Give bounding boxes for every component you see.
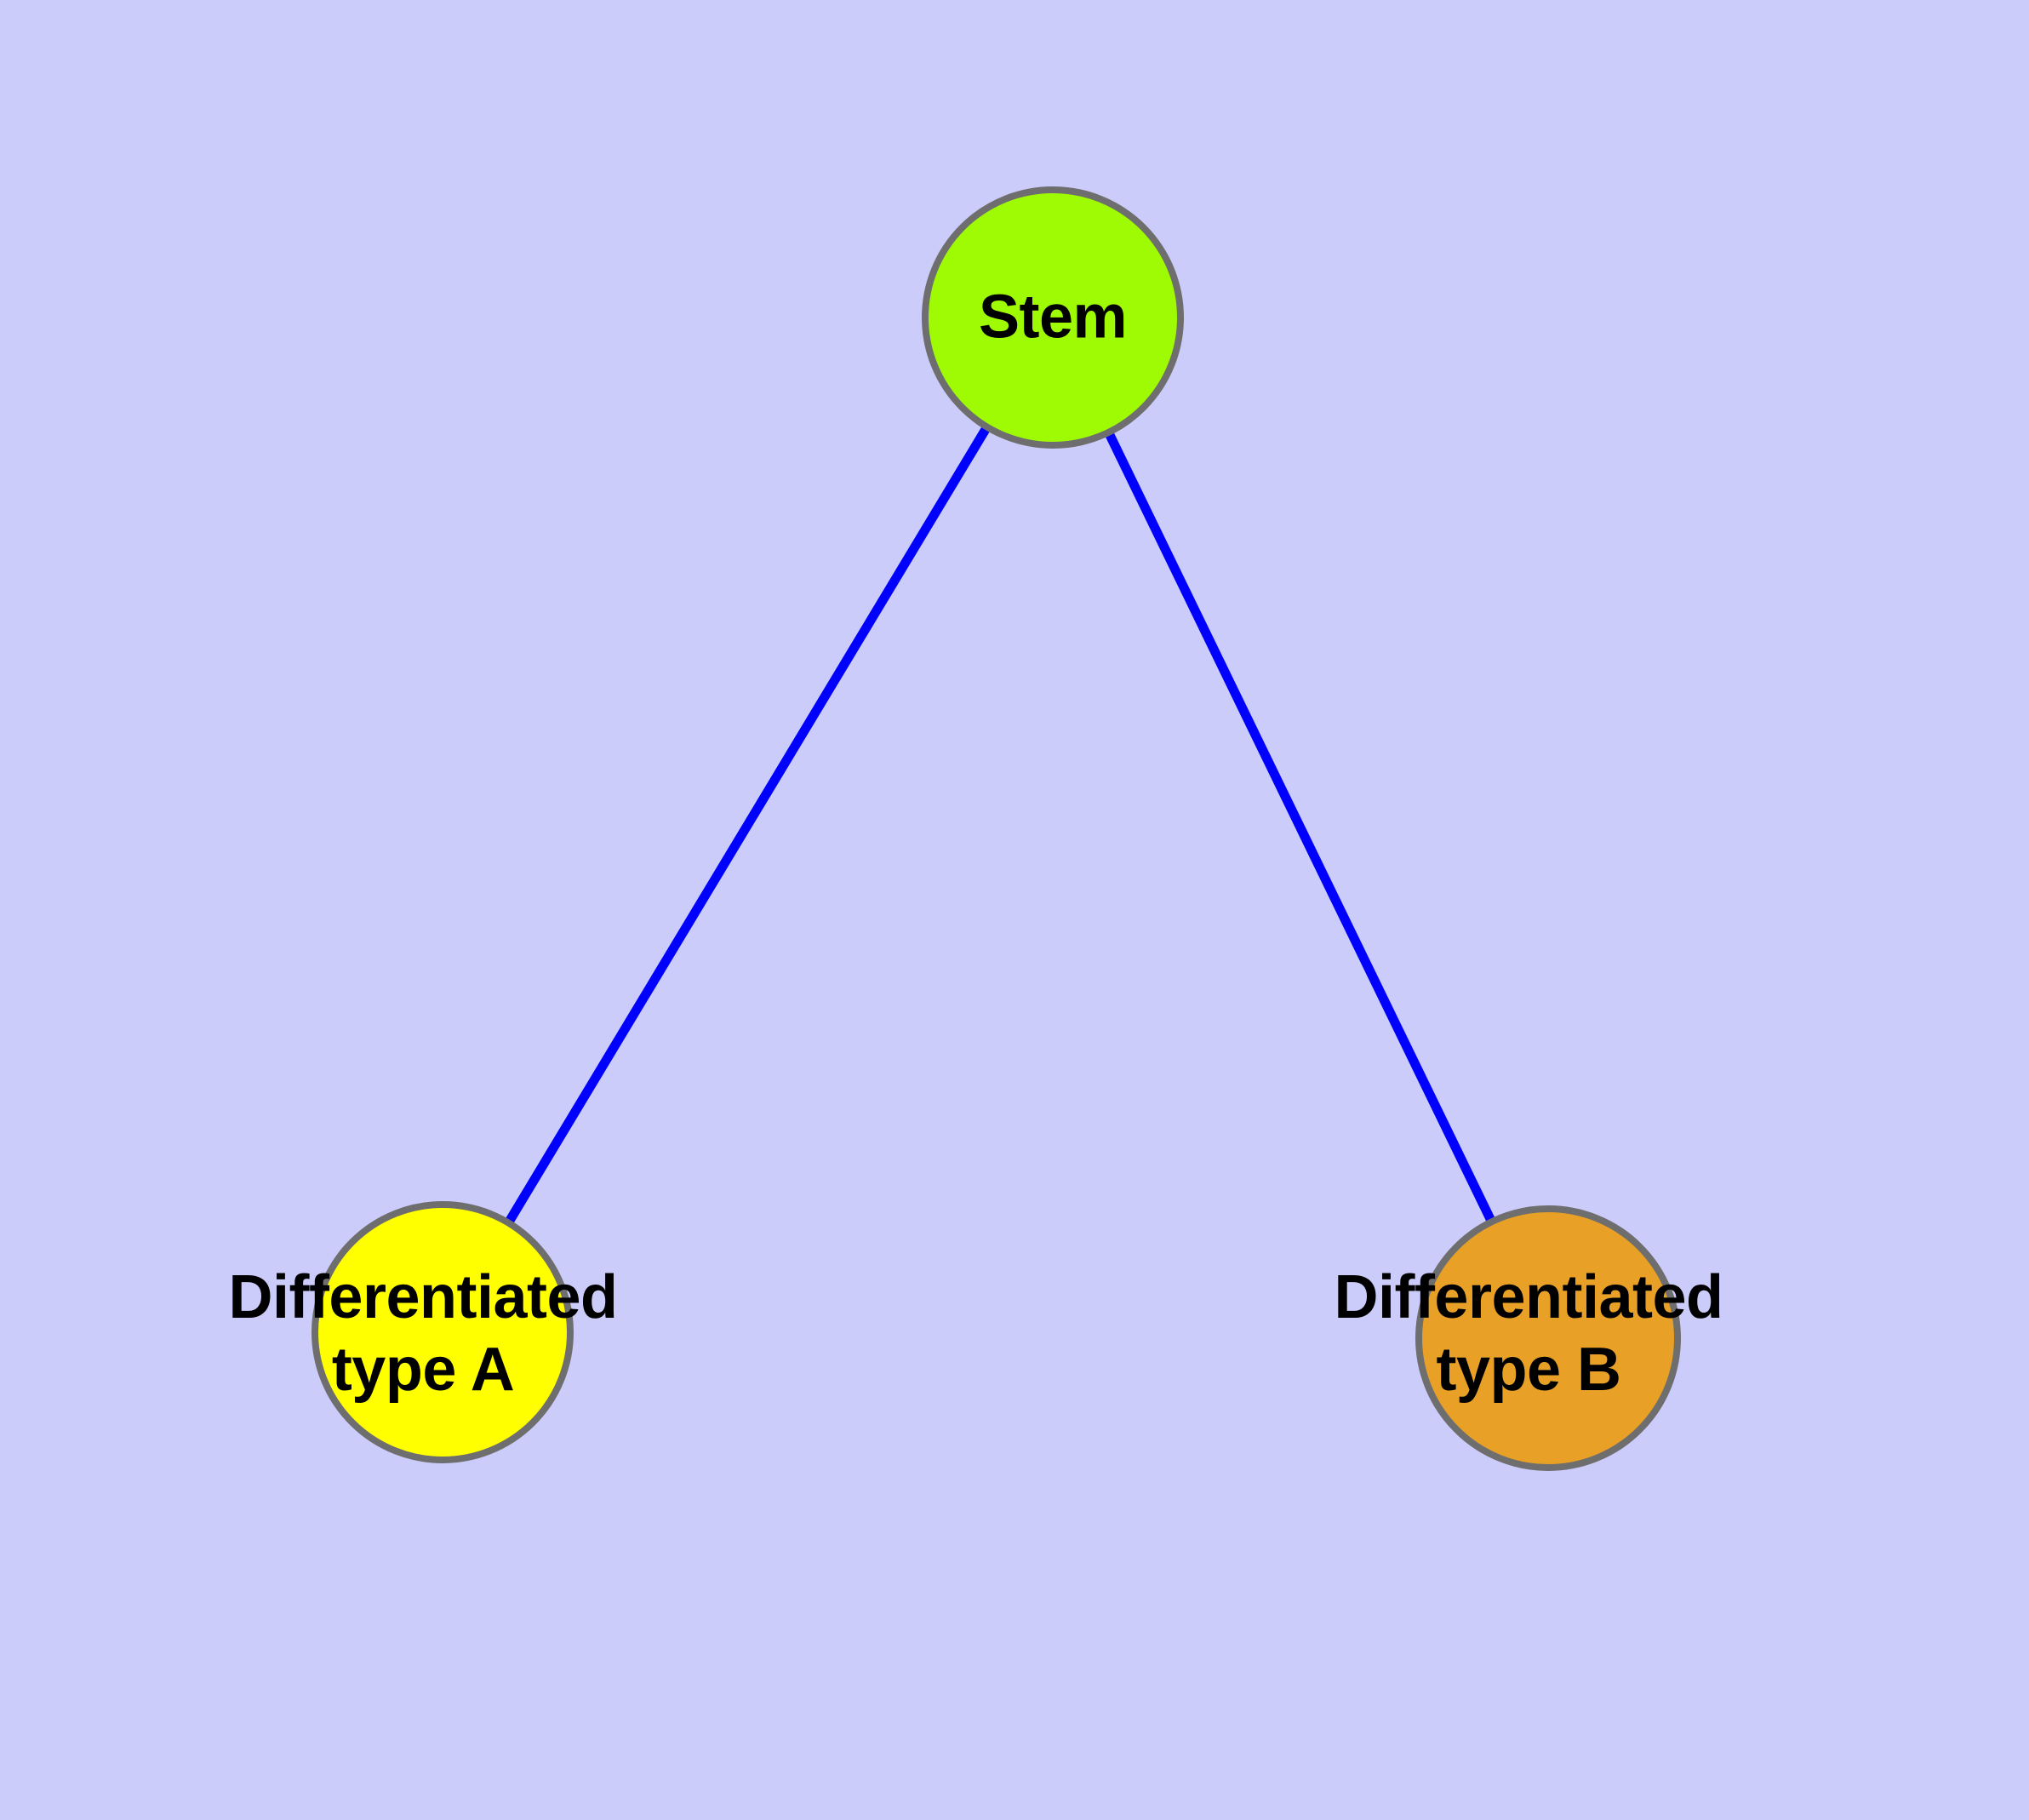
- node-circle-differentiated-type-b[interactable]: [1415, 1205, 1681, 1471]
- node-layer: [311, 186, 1681, 1471]
- node-circle-differentiated-type-a[interactable]: [311, 1201, 574, 1463]
- edge-stem-to-differentiated-type-b[interactable]: [1102, 426, 1498, 1228]
- node-circle-stem[interactable]: [922, 186, 1184, 449]
- edge-layer: [502, 421, 1498, 1228]
- edge-stem-to-differentiated-type-a[interactable]: [502, 421, 993, 1228]
